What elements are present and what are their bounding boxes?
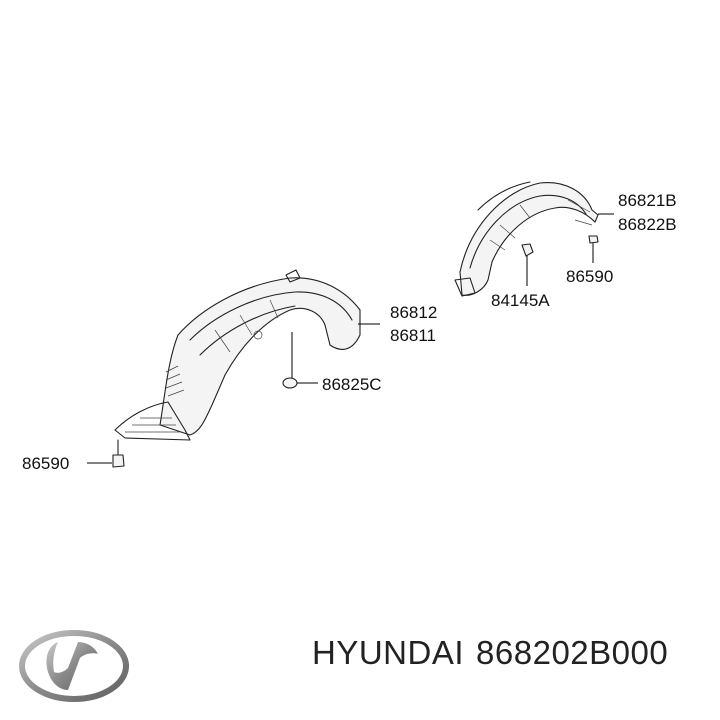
label-86812: 86812: [390, 303, 437, 322]
label-86825c: 86825C: [322, 375, 382, 394]
label-86811: 86811: [390, 326, 436, 345]
front-screw-part: [112, 439, 125, 468]
part-number: 868202B000: [476, 634, 669, 671]
front-plug-part: [282, 377, 298, 389]
rear-wheel-liner: [454, 181, 599, 297]
part-caption: HYUNDAI 868202B000: [312, 634, 680, 672]
label-86821b: 86821B: [618, 191, 677, 210]
label-86590-rear: 86590: [566, 267, 613, 286]
label-86590-front: 86590: [22, 454, 69, 473]
front-wheel-liner: [114, 269, 361, 441]
label-86822b: 86822B: [618, 215, 677, 234]
brand-name: HYUNDAI: [312, 634, 465, 671]
label-84145a: 84145A: [491, 291, 550, 310]
rear-clip-part: [521, 243, 534, 257]
hyundai-logo-icon: [19, 630, 129, 702]
rear-screw-part: [588, 235, 599, 251]
